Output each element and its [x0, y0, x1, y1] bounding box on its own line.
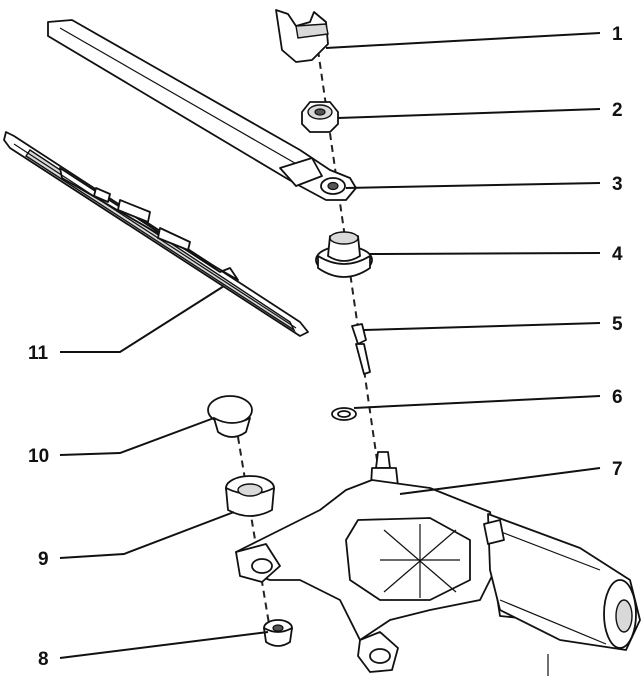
- callout-10: 10: [28, 446, 49, 467]
- callout-11: 11: [28, 343, 49, 364]
- small-bushing: [263, 619, 293, 647]
- pin: [351, 323, 371, 375]
- callout-7: 7: [612, 459, 623, 480]
- leader-6: [353, 395, 601, 409]
- o-ring: [331, 407, 357, 421]
- leader-2: [337, 108, 601, 119]
- callout-4: 4: [612, 244, 623, 265]
- leader-4: [369, 252, 601, 255]
- callout-8: 8: [38, 649, 49, 670]
- bushing: [225, 475, 275, 517]
- leader-1: [325, 32, 601, 49]
- leader-9: [59, 511, 235, 559]
- leader-11: [60, 285, 225, 353]
- wiper-motor-assembly: [235, 451, 641, 676]
- callout-1: 1: [612, 24, 623, 45]
- leader-5: [363, 322, 601, 331]
- callout-9: 9: [38, 549, 49, 570]
- wiper-blade: [3, 131, 309, 337]
- nut: [301, 101, 339, 133]
- leader-8: [59, 631, 269, 659]
- leader-3: [345, 182, 601, 189]
- callout-5: 5: [612, 314, 623, 335]
- callout-numbers: 1 2 3 4 5 6 7 8 9 10 11: [28, 24, 623, 670]
- callout-2: 2: [612, 100, 623, 121]
- rubber-grommet: [207, 395, 253, 438]
- leader-10: [59, 417, 215, 456]
- leader-7: [399, 467, 601, 495]
- callout-3: 3: [612, 174, 623, 195]
- callout-6: 6: [612, 387, 623, 408]
- cap: [275, 9, 329, 63]
- seal-cap: [315, 231, 373, 278]
- leader-lines: [59, 32, 601, 659]
- wiper-arm: [47, 19, 357, 201]
- side-assembly-axis: [235, 424, 271, 631]
